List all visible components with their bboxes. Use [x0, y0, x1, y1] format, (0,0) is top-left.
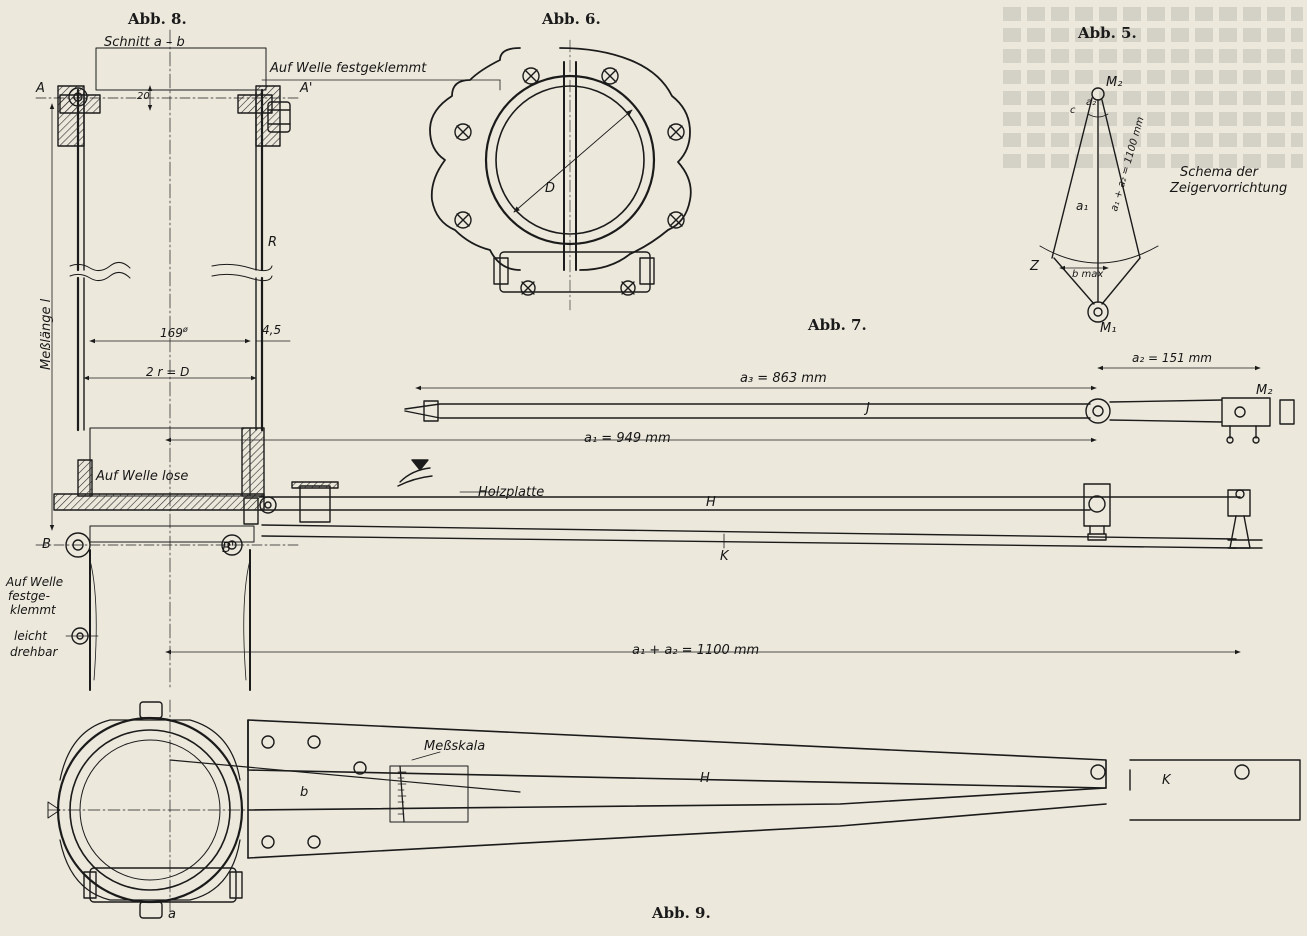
label-D: D: [545, 181, 556, 196]
label-M2-abb7: M₂: [1256, 383, 1273, 398]
label-auf-welle-2a: Auf Welle: [6, 575, 64, 589]
label-K-abb7: K: [720, 549, 729, 564]
label-A-prime: A': [300, 81, 313, 96]
label-s5-bmax: b max: [1072, 269, 1104, 280]
label-J: J: [866, 401, 870, 416]
label-A: A: [36, 81, 45, 96]
label-H-abb7: H: [706, 495, 716, 510]
label-schema-2: Zeigervorrichtung: [1170, 181, 1288, 196]
label-dim-4-5: 4,5: [262, 323, 282, 337]
label-auf-welle-2c: klemmt: [10, 603, 56, 617]
label-holzplatte: Holzplatte: [478, 485, 545, 500]
label-H-abb9: H: [700, 771, 710, 786]
label-a1: a₁ = 949 mm: [584, 431, 671, 446]
abb7-levers: [259, 365, 1295, 549]
label-leicht: leicht: [14, 629, 47, 643]
label-M2-abb5: M₂: [1106, 75, 1123, 90]
label-b: b: [300, 785, 309, 800]
label-auf-welle-2b: festge-: [8, 589, 50, 603]
label-K-abb9: K: [1162, 773, 1171, 788]
label-s5-Z: Z: [1030, 259, 1039, 274]
label-s5-a1: a₁: [1076, 199, 1089, 213]
abb6-title: Abb. 6.: [542, 10, 601, 28]
label-schnitt: Schnitt a – b: [104, 35, 185, 50]
abb8-shaft-section: [35, 29, 1241, 691]
abb6-clamp-ring: [429, 39, 692, 311]
bleed-through-text: [1003, 0, 1303, 936]
label-a2: a₂ = 151 mm: [1132, 351, 1212, 365]
label-2r-equals-D: 2 r = D: [146, 365, 190, 379]
label-a1-plus-a2: a₁ + a₂ = 1100 mm: [632, 643, 760, 658]
label-messskala: Meßskala: [424, 739, 486, 754]
label-dim-20: 20: [137, 91, 150, 102]
label-drehbar: drehbar: [10, 645, 58, 659]
label-schema-1: Schema der: [1180, 165, 1258, 180]
label-auf-welle-festgeklemmt: Auf Welle festgeklemmt: [270, 61, 427, 76]
label-M1-abb5: M₁: [1100, 321, 1117, 336]
label-dim-169: 169ø: [160, 325, 188, 340]
label-B-prime: B': [222, 541, 235, 556]
label-messlaenge: Meßlänge l: [39, 298, 54, 370]
label-B: B: [42, 537, 51, 552]
abb9-plan-view: [47, 699, 1301, 919]
label-R: R: [268, 235, 278, 250]
abb5-pointer-schema: [1039, 87, 1159, 323]
label-s5-c: c: [1070, 105, 1076, 116]
abb9-title: Abb. 9.: [652, 904, 711, 922]
label-a3: a₃ = 863 mm: [740, 371, 827, 386]
abb5-title: Abb. 5.: [1078, 24, 1137, 42]
abb8-title: Abb. 8.: [128, 10, 187, 28]
abb7-title: Abb. 7.: [808, 316, 867, 334]
label-a: a: [168, 907, 176, 922]
label-s5-a2: a₂: [1086, 97, 1097, 108]
label-auf-welle-lose: Auf Welle lose: [96, 469, 189, 484]
